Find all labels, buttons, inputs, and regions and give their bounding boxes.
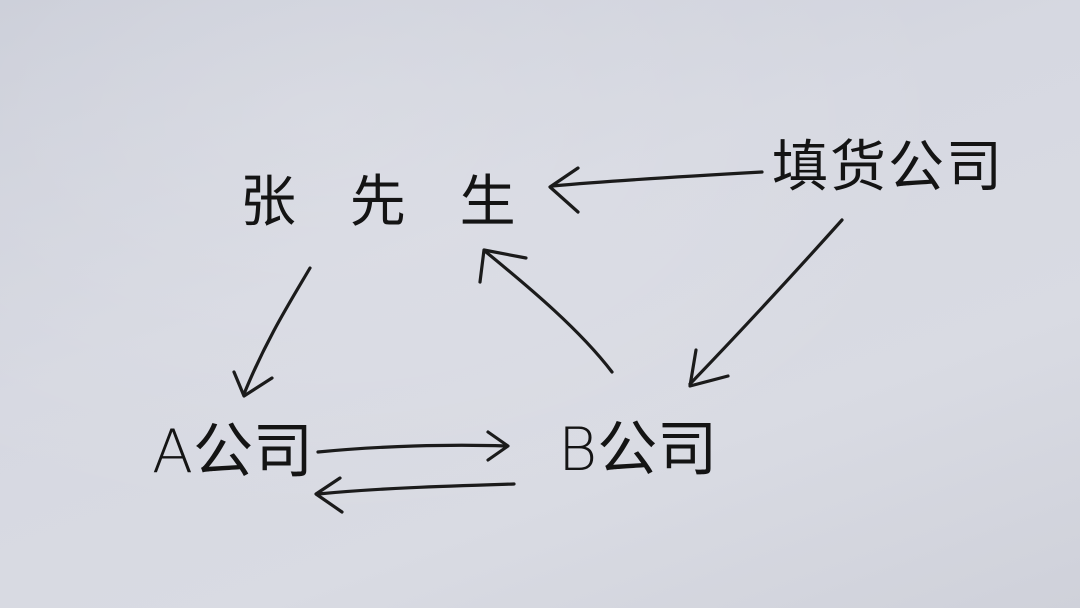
arrow-tianhuo-to-zhang [548,166,764,214]
arrow-b-to-a [314,476,516,514]
arrow-a-to-b [316,430,510,462]
node-tianhuo-company: 填货公司 [772,135,1004,200]
arrow-tianhuo-to-b [688,218,844,388]
arrow-zhang-to-a [232,266,312,398]
arrow-b-to-zhang [478,248,614,374]
node-zhang-xiansheng: 张 先 生 [240,170,534,235]
node-company-a: A公司 [152,417,314,487]
node-company-b: B公司 [558,415,718,485]
